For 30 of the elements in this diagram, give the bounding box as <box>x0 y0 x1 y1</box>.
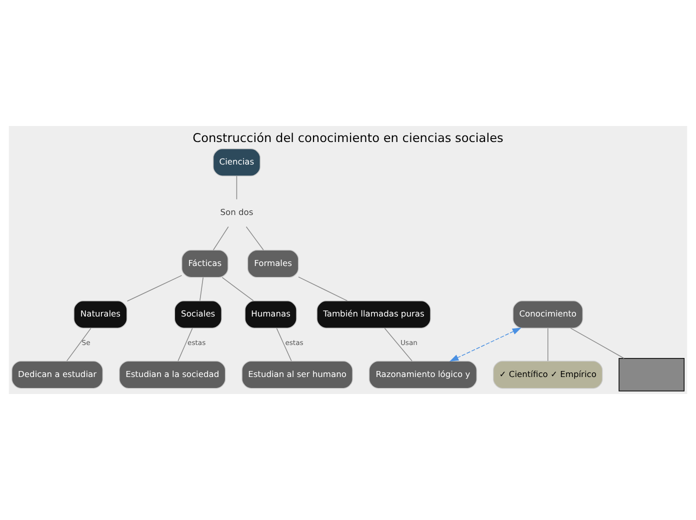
connector <box>246 226 264 250</box>
diagram-title: Construcción del conocimiento en ciencias sociales <box>192 130 504 145</box>
connector <box>570 328 624 359</box>
node-box: Humanas <box>244 300 297 329</box>
connector <box>384 328 412 362</box>
node-text: Son dos <box>220 207 254 218</box>
connector <box>547 328 548 362</box>
node-box: Fácticas <box>181 250 228 278</box>
connector <box>126 275 182 302</box>
node-box: También llamadas puras <box>316 300 431 329</box>
node-box: Conocimiento <box>512 300 584 329</box>
node-box: Naturales <box>74 300 128 329</box>
connector <box>178 328 193 362</box>
node-box: Dedican a estudiar <box>11 360 104 389</box>
node-box: Ciencias <box>212 148 261 176</box>
node-box: Estudian al ser humano <box>242 360 353 389</box>
connector <box>66 328 92 362</box>
connector <box>276 328 292 362</box>
connector <box>298 276 348 302</box>
node-box: Sociales <box>174 300 222 329</box>
connector <box>200 277 204 302</box>
connector <box>236 176 238 200</box>
node-box: Razonamiento lógico y <box>368 360 478 389</box>
connector <box>212 226 229 250</box>
node-box: Formales <box>247 250 299 278</box>
arrow <box>449 328 522 362</box>
node-box: Estudian a la sociedad <box>118 360 226 389</box>
node-box: ✓ Científico ✓ Empírico <box>492 360 603 389</box>
connector <box>222 277 254 302</box>
node-box <box>618 358 685 392</box>
